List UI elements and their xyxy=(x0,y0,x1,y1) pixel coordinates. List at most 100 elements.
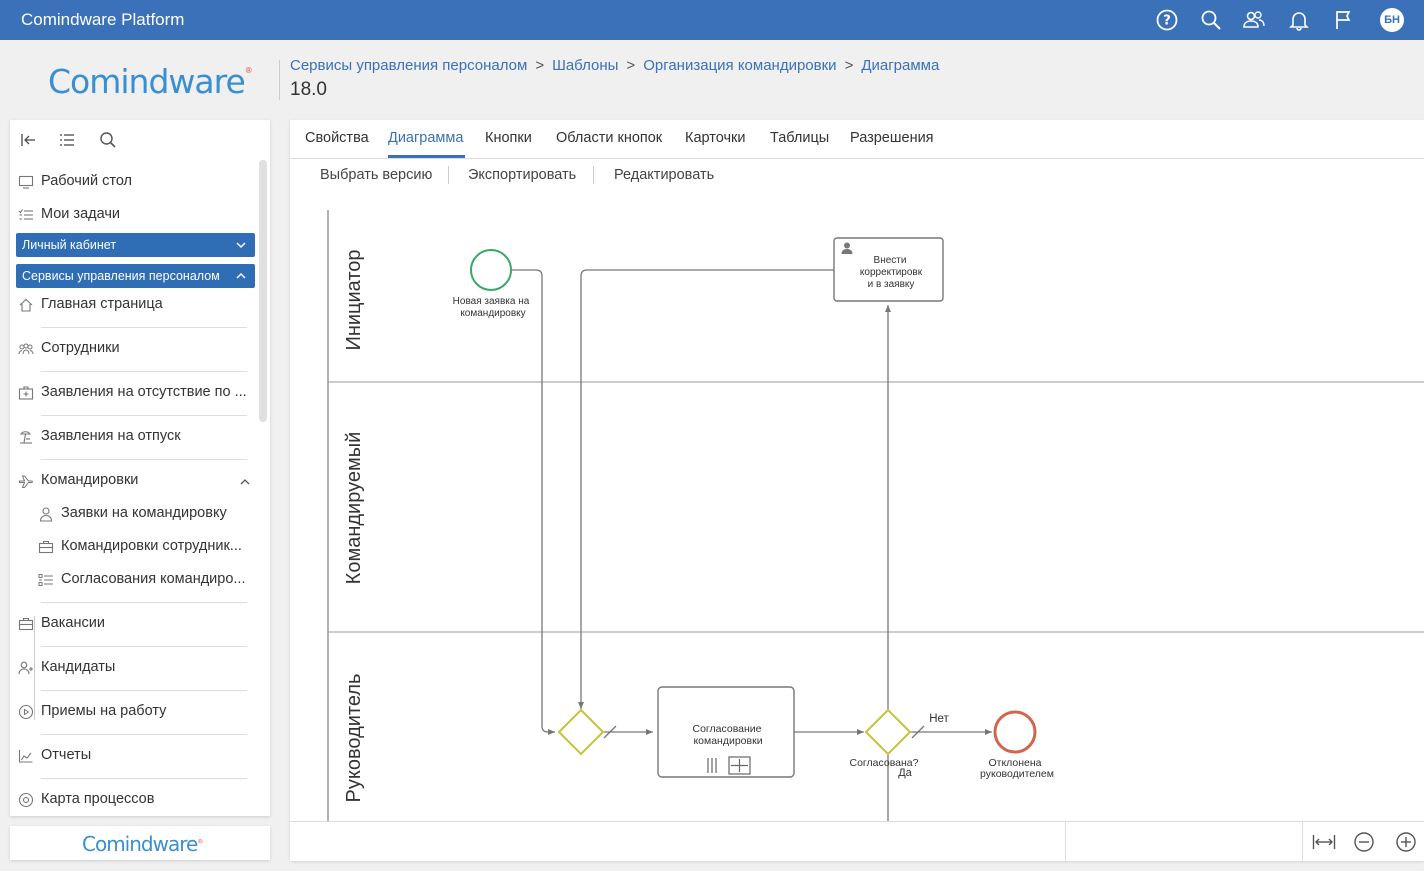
sidebar-item-vacation[interactable]: Заявления на отпуск xyxy=(10,422,258,452)
bell-icon[interactable] xyxy=(1287,8,1311,32)
footer-logo: Comindware® xyxy=(82,832,203,856)
task-label-line: командировки xyxy=(693,735,762,747)
start-event[interactable] xyxy=(470,249,512,291)
group-label: Сервисы управления персоналом xyxy=(22,269,220,283)
tab-properties[interactable]: Свойства xyxy=(305,130,369,146)
gateway-label: Согласована? xyxy=(850,757,919,769)
flow-start-to-gateway[interactable] xyxy=(511,269,555,735)
sidebar-item-employees[interactable]: Сотрудники xyxy=(10,334,258,364)
task-correct-request[interactable] xyxy=(833,237,944,302)
select-version-button[interactable]: Выбрать версию xyxy=(320,167,433,183)
medical-icon xyxy=(18,386,34,400)
svg-text:?: ? xyxy=(1163,14,1171,29)
tasks-icon xyxy=(18,209,33,220)
breadcrumb-item[interactable]: Диаграмма xyxy=(861,57,940,74)
bpmn-diagram[interactable]: Инициатор Командируемый Руководитель Нов… xyxy=(290,120,1424,861)
users-icon[interactable] xyxy=(1242,8,1266,32)
nav-divider xyxy=(41,415,247,416)
end-event-rejected[interactable] xyxy=(993,710,1037,754)
help-icon[interactable]: ? xyxy=(1155,8,1179,32)
lane-label-manager: Руководитель xyxy=(343,674,365,803)
decision-gateway[interactable] xyxy=(864,708,912,756)
flow-correction-to-gateway[interactable] xyxy=(578,269,834,709)
sidebar-item-label: Отчеты xyxy=(41,747,92,763)
app-title: Comindware Platform xyxy=(21,10,185,29)
sidebar-item-desktop[interactable]: Рабочий стол xyxy=(10,167,258,197)
sidebar-group-personal[interactable]: Личный кабинет xyxy=(16,233,255,257)
breadcrumb-item[interactable]: Организация командировки xyxy=(643,57,837,74)
nav-divider xyxy=(41,690,247,691)
zoom-in-icon[interactable] xyxy=(1394,831,1418,853)
subprocess-icon xyxy=(728,756,751,775)
flag-icon[interactable] xyxy=(1332,8,1356,32)
tab-button-areas[interactable]: Области кнопок xyxy=(556,130,663,146)
chart-icon xyxy=(18,750,33,763)
list-icon[interactable] xyxy=(57,130,77,150)
nav-divider xyxy=(41,778,247,779)
export-button[interactable]: Экспортировать xyxy=(468,167,577,183)
edit-button[interactable]: Редактировать xyxy=(614,167,715,183)
nav-divider xyxy=(41,371,247,372)
lane-label-traveler: Командируемый xyxy=(343,432,365,585)
zoom-toolbar xyxy=(290,821,1424,861)
sidebar-item-home[interactable]: Главная страница xyxy=(10,290,258,320)
search-icon[interactable] xyxy=(98,130,118,150)
brand-logo[interactable]: Comindware® xyxy=(48,62,253,101)
main-panel: Инициатор Командируемый Руководитель Нов… xyxy=(290,120,1424,861)
action-divider xyxy=(448,166,449,184)
breadcrumb-item[interactable]: Сервисы управления персоналом xyxy=(290,57,528,74)
sidebar-item-trip-approvals[interactable]: Согласования командиро... xyxy=(10,565,258,595)
sidebar-item-vacancies[interactable]: Вакансии xyxy=(10,609,258,639)
sidebar-item-process-map[interactable]: Карта процессов xyxy=(10,785,258,815)
sidebar-item-label: Сотрудники xyxy=(41,340,120,356)
nav-divider xyxy=(41,646,247,647)
end-event-label-line: руководителем xyxy=(980,768,1054,780)
sidebar-item-reports[interactable]: Отчеты xyxy=(10,741,258,771)
collapse-icon[interactable] xyxy=(18,130,38,150)
zoom-out-icon[interactable] xyxy=(1352,831,1376,853)
sidebar-item-label: Кандидаты xyxy=(41,659,116,675)
sidebar-item-label: Согласования командиро... xyxy=(61,571,246,587)
tab-buttons[interactable]: Кнопки xyxy=(485,130,532,146)
action-divider xyxy=(593,166,594,184)
user-avatar[interactable]: БН xyxy=(1380,8,1404,32)
tab-diagram[interactable]: Диаграмма xyxy=(388,130,464,146)
active-tab-indicator xyxy=(388,155,465,158)
sidebar-scrollbar[interactable] xyxy=(259,160,267,422)
sidebar-item-label: Заявления на отпуск xyxy=(41,428,181,444)
tab-permissions[interactable]: Разрешения xyxy=(850,130,934,146)
person-icon xyxy=(39,507,53,522)
submenu-guide-line xyxy=(34,616,35,720)
user-task-icon xyxy=(841,242,853,254)
tab-tables[interactable]: Таблицы xyxy=(770,130,830,146)
sidebar-item-label: Заявления на отсутствие по ... xyxy=(41,384,247,400)
task-trip-approval[interactable] xyxy=(657,686,795,778)
tab-cards[interactable]: Карточки xyxy=(685,130,746,146)
sidebar-item-employee-trips[interactable]: Командировки сотрудник... xyxy=(10,532,258,562)
sidebar-item-candidates[interactable]: Кандидаты xyxy=(10,653,258,683)
nav-divider xyxy=(41,734,247,735)
chevron-up-icon[interactable] xyxy=(239,476,251,488)
chevron-down-icon xyxy=(236,242,246,249)
multi-instance-icon xyxy=(707,758,717,773)
top-bar: Comindware Platform ? БН xyxy=(0,0,1424,40)
sidebar-item-trip-requests[interactable]: Заявки на командировку xyxy=(10,499,258,529)
sidebar-item-my-tasks[interactable]: Мои задачи xyxy=(10,200,258,230)
sidebar-item-label: Главная страница xyxy=(41,296,163,312)
sidebar-item-sick-leave[interactable]: Заявления на отсутствие по ... xyxy=(10,378,258,408)
breadcrumb-item[interactable]: Шаблоны xyxy=(552,57,619,74)
chevron-up-icon xyxy=(236,272,246,279)
lane-label-initiator: Инициатор xyxy=(343,249,365,350)
sidebar-group-hr[interactable]: Сервисы управления персоналом xyxy=(16,264,255,288)
task-label-line: корректировк xyxy=(860,267,923,278)
nav-divider xyxy=(41,602,247,603)
flow-label-yes: Да xyxy=(898,767,912,779)
sidebar-item-hiring[interactable]: Приемы на работу xyxy=(10,697,258,727)
fit-width-icon[interactable] xyxy=(1312,831,1336,853)
search-icon[interactable] xyxy=(1199,8,1223,32)
merge-gateway[interactable] xyxy=(557,708,605,756)
sidebar-item-business-trips[interactable]: Командировки xyxy=(10,466,258,496)
sidebar-footer: Comindware® xyxy=(10,826,270,860)
sidebar-item-label: Командировки xyxy=(41,472,139,488)
desktop-icon xyxy=(18,175,34,189)
